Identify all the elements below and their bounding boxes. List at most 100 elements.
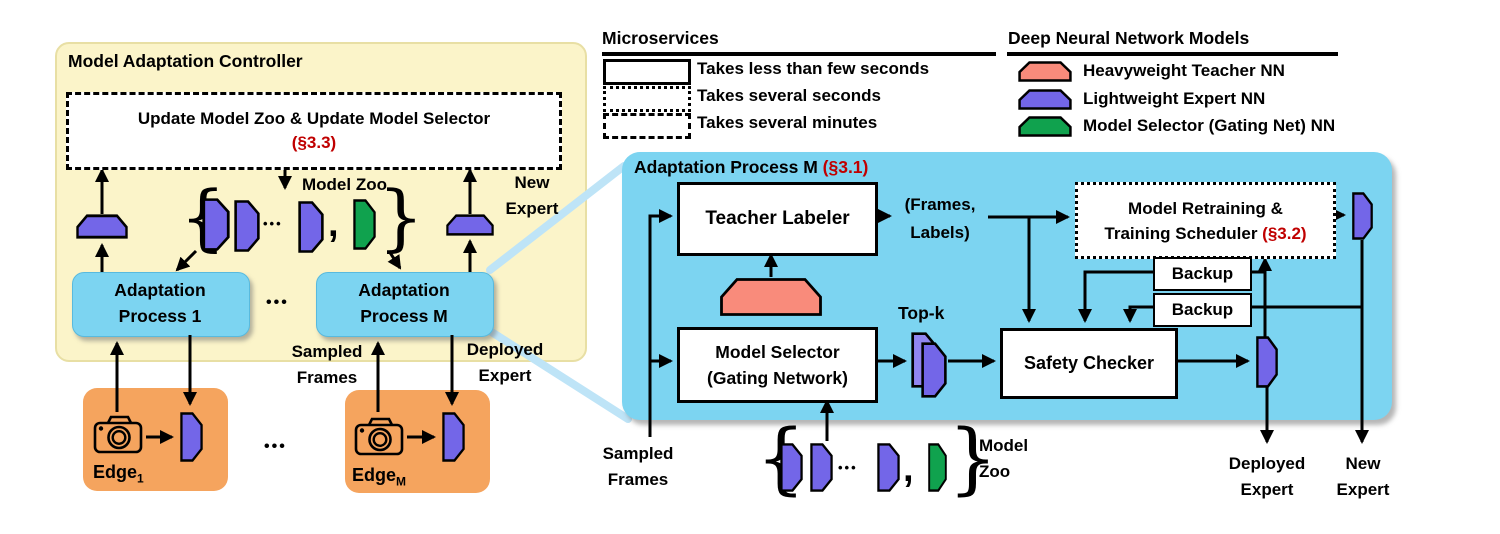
edgeM-sub: M bbox=[396, 474, 407, 489]
retrain-line2: Training Scheduler (§3.2) bbox=[1104, 221, 1306, 246]
microservices-legend-title: Microservices bbox=[602, 28, 719, 48]
adaptation-process-m-box bbox=[316, 272, 494, 337]
detail-zoo-brace-close: } bbox=[948, 414, 998, 504]
detail-deployed-expert-label: Deployed Expert bbox=[1225, 451, 1309, 503]
zoo-ellipsis: ••• bbox=[263, 216, 283, 231]
gating-nn-icon bbox=[353, 199, 376, 250]
process1-label: Adaptation Process 1 bbox=[72, 277, 248, 329]
deployed-line2: Expert bbox=[478, 366, 532, 385]
gating-nn-swatch bbox=[1018, 116, 1072, 137]
detail-zoo-line1: Model bbox=[979, 436, 1029, 455]
gating-nn-label: Model Selector (Gating Net) NN bbox=[1083, 116, 1336, 135]
processM-line1: Adaptation bbox=[358, 280, 450, 300]
edge-ellipsis: ••• bbox=[264, 438, 287, 455]
backup2-box: Backup bbox=[1153, 293, 1252, 327]
expert-trapezoid-right bbox=[446, 214, 494, 236]
retrain-ref: (§3.2) bbox=[1262, 223, 1307, 243]
legend-swatch-dashed bbox=[603, 113, 691, 139]
detail-sampled-line2: Frames bbox=[607, 470, 669, 489]
detail-new-expert-label: New Expert bbox=[1328, 451, 1398, 503]
frames-line1: (Frames, bbox=[904, 195, 976, 214]
edgeM-label: EdgeM bbox=[352, 465, 406, 489]
lens-line-bottom bbox=[486, 327, 632, 423]
frames-labels-text: (Frames, Labels) bbox=[890, 191, 990, 247]
lens-line-top bbox=[486, 162, 628, 274]
arrow-zoo-to-process1 bbox=[175, 249, 198, 272]
detail-box-title: Adaptation Process M (§3.1) bbox=[634, 157, 868, 178]
topk-expert-front-icon bbox=[921, 342, 947, 398]
processM-label: Adaptation Process M bbox=[316, 277, 492, 329]
expert-trapezoid-left bbox=[76, 214, 128, 239]
dnn-legend-title: Deep Neural Network Models bbox=[1008, 28, 1250, 48]
model-selector-line2: (Gating Network) bbox=[707, 368, 848, 388]
expert-nn-swatch bbox=[1018, 89, 1072, 110]
arrow-backup2-to-safety bbox=[1123, 305, 1153, 323]
dnn-legend-underline bbox=[1007, 52, 1338, 56]
safety-checker-label: Safety Checker bbox=[1023, 353, 1155, 373]
expert-nn-icon bbox=[202, 198, 230, 251]
adaptation-process-1-box bbox=[72, 272, 250, 337]
deployed-expert-icon bbox=[442, 412, 465, 462]
retrain-line1: Model Retraining & bbox=[1128, 198, 1283, 218]
retrain-line2-text: Training Scheduler bbox=[1104, 223, 1263, 243]
expert-nn-label: Lightweight Expert NN bbox=[1083, 89, 1266, 108]
update-model-zoo-box: Update Model Zoo & Update Model Selector… bbox=[66, 92, 562, 170]
expert-nn-icon bbox=[877, 443, 900, 492]
new-expert-line1: New bbox=[514, 173, 550, 192]
gating-nn-icon bbox=[928, 443, 947, 492]
controller-title: Model Adaptation Controller bbox=[68, 51, 303, 71]
sampled-frames-label: Sampled Frames bbox=[287, 339, 367, 391]
expert-nn-icon bbox=[780, 443, 803, 492]
legend-label-dotted: Takes several seconds bbox=[697, 86, 881, 105]
new-expert-line2: Expert bbox=[505, 199, 559, 218]
model-retraining-box: Model Retraining & Training Scheduler (§… bbox=[1075, 182, 1336, 259]
sampled-line1: Sampled bbox=[291, 342, 363, 361]
process1-line1: Adaptation bbox=[114, 280, 206, 300]
detail-zoo-label: Model Zoo bbox=[979, 433, 1039, 485]
topk-label: Top-k bbox=[898, 303, 945, 323]
legend-swatch-dotted bbox=[603, 86, 691, 112]
update-box-ref: (§3.3) bbox=[291, 133, 337, 152]
backup2-label: Backup bbox=[1171, 300, 1234, 319]
detail-zoo-comma: , bbox=[903, 448, 914, 490]
process1-line2: Process 1 bbox=[118, 306, 202, 326]
legend-label-dashed: Takes several minutes bbox=[697, 113, 878, 132]
teacher-nn-label: Heavyweight Teacher NN bbox=[1083, 61, 1285, 80]
new-expert-icon bbox=[1352, 192, 1373, 240]
arrow-backup1-to-safety bbox=[1078, 270, 1153, 323]
model-zoo-label: Model Zoo bbox=[302, 175, 387, 194]
camera-icon bbox=[354, 417, 404, 456]
detail-sampled-frames-label: Sampled Frames bbox=[598, 441, 678, 493]
legend-swatch-solid bbox=[603, 59, 691, 85]
teacher-labeler-box: Teacher Labeler bbox=[677, 182, 878, 256]
model-selector-box: Model Selector (Gating Network) bbox=[677, 327, 878, 403]
legend-label-solid: Takes less than few seconds bbox=[697, 59, 930, 78]
expert-nn-icon bbox=[234, 200, 260, 252]
processM-line2: Process M bbox=[360, 306, 448, 326]
expert-nn-icon bbox=[298, 201, 324, 253]
zoo-comma: , bbox=[328, 203, 339, 245]
frames-line2: Labels) bbox=[910, 223, 970, 242]
detail-zoo-line2: Zoo bbox=[979, 462, 1011, 481]
edge1-box bbox=[83, 388, 228, 491]
backup1-label: Backup bbox=[1171, 264, 1234, 283]
deployed-expert-icon bbox=[180, 412, 203, 462]
detail-deployed-line1: Deployed bbox=[1228, 454, 1306, 473]
edge1-text: Edge bbox=[93, 462, 138, 482]
detail-zoo-ellipsis: ••• bbox=[838, 460, 858, 475]
detail-title-text: Adaptation Process M bbox=[634, 157, 823, 177]
microservices-legend-underline bbox=[602, 52, 996, 56]
teacher-nn-swatch bbox=[1018, 61, 1072, 82]
safety-checker-box: Safety Checker bbox=[1000, 328, 1178, 399]
expert-nn-icon bbox=[810, 443, 833, 492]
deployed-expert-label: Deployed Expert bbox=[463, 337, 547, 389]
arrow-sampled-to-teacher bbox=[648, 209, 673, 437]
backup1-box: Backup bbox=[1153, 257, 1252, 291]
checked-expert-icon bbox=[1256, 336, 1278, 388]
detail-new-line1: New bbox=[1345, 454, 1381, 473]
detail-deployed-line2: Expert bbox=[1240, 480, 1294, 499]
update-box-text: Update Model Zoo & Update Model Selector bbox=[137, 109, 491, 128]
